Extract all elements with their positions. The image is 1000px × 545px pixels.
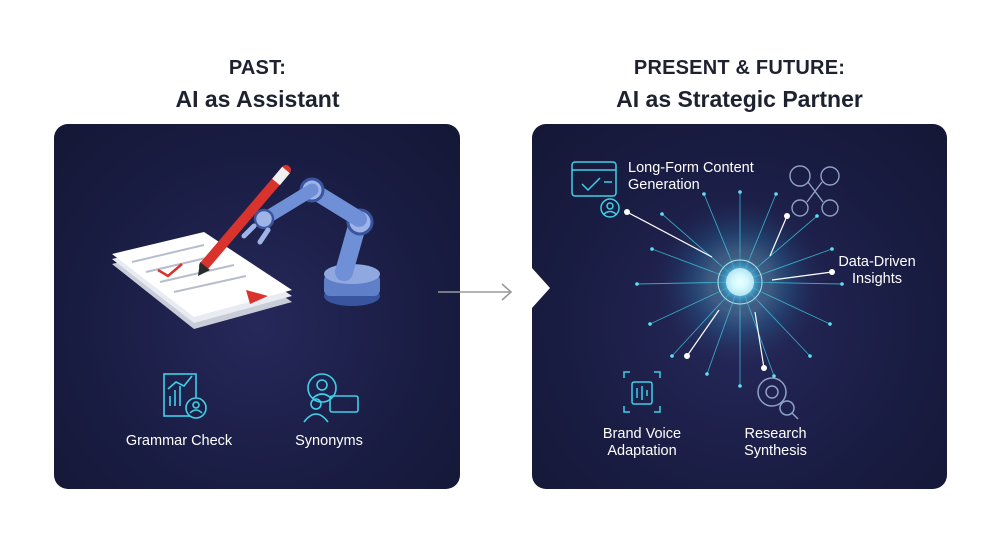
past-title: PAST: [228, 57, 287, 79]
network-dots [635, 190, 844, 388]
ai-network-illustration [571, 161, 844, 420]
robot-arm-editing-illustration [112, 165, 380, 423]
future-panel: Long-Form Content Generation Data-Driven… [532, 124, 947, 489]
user-speech-icon [303, 373, 359, 423]
panel-notch [532, 268, 550, 308]
past-panel: Grammar Check Synonyms [54, 124, 460, 489]
robot-arm-icon [241, 177, 380, 306]
arrow-right-icon [438, 283, 513, 301]
pen-icon [198, 165, 291, 276]
document-icon [112, 232, 292, 329]
feature-label-brand-voice: Brand Voice Adaptation [602, 426, 682, 459]
feature-label-data-driven-insights: Data-Driven Insights [838, 254, 916, 287]
connector-lines [626, 211, 833, 369]
feature-label-synonyms: Synonyms [295, 433, 363, 449]
past-subtitle: AI as Assistant [175, 86, 340, 112]
network-nodes-icon [789, 165, 840, 217]
voice-scan-icon [623, 371, 661, 413]
past-heading: PAST: AI as Assistant [55, 57, 460, 113]
feature-label-long-form-content: Long-Form Content Generation [628, 160, 754, 193]
feature-label-grammar-check: Grammar Check [125, 433, 233, 449]
future-title: PRESENT & FUTURE: [633, 57, 846, 79]
chart-user-icon [163, 373, 207, 419]
feature-label-research-synthesis: Research Synthesis [744, 426, 807, 459]
future-subtitle: AI as Strategic Partner [616, 86, 863, 112]
future-heading: PRESENT & FUTURE: AI as Strategic Partne… [532, 57, 947, 113]
gear-search-icon [757, 377, 799, 420]
connector-dots [624, 209, 835, 371]
document-check-icon [571, 161, 620, 218]
